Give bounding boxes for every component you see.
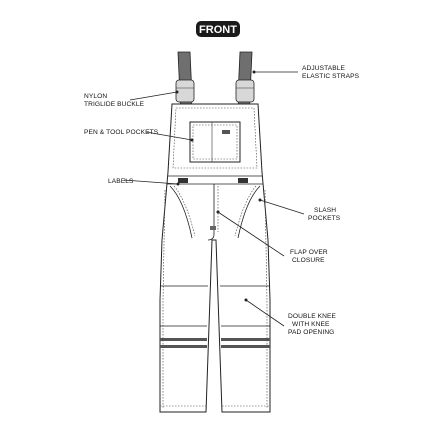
callout-dot <box>175 90 179 94</box>
left-buckle <box>175 79 195 103</box>
callout-dot <box>252 70 256 74</box>
left-reflective-tape-2 <box>160 345 207 348</box>
badge-text: FRONT <box>199 24 237 36</box>
callout-double-knee: DOUBLE KNEE WITH KNEE PAD OPENING <box>244 298 337 336</box>
callout-dot <box>176 182 180 186</box>
callout-line <box>245 299 285 327</box>
callout-text-line2: WITH KNEE <box>292 321 330 328</box>
callout-text-line1: LABELS <box>108 178 134 185</box>
callout-text-line2: POCKETS <box>308 215 341 222</box>
callout-dot <box>244 298 248 302</box>
front-badge: FRONT <box>196 21 240 37</box>
right-reflective-tape-2 <box>221 345 270 348</box>
bib-pocket-stitch <box>192 124 238 160</box>
callout-text-line1: PEN & TOOL POCKETS <box>84 129 159 136</box>
callout-line <box>145 131 193 141</box>
left-outseam <box>162 189 166 408</box>
left-label-tag <box>178 178 188 183</box>
callout-dot <box>216 210 220 214</box>
callout-nylon-buckle: NYLON TRIGLIDE BUCKLE <box>84 90 179 108</box>
callout-text-line1: ADJUSTABLE <box>302 65 346 72</box>
right-reflective-tape-1 <box>221 338 270 341</box>
callout-line <box>129 91 178 101</box>
fly-flap <box>207 184 215 241</box>
right-label-tag <box>238 178 248 183</box>
bib-pocket <box>189 121 241 163</box>
callout-dot <box>190 138 194 142</box>
callout-text-line2: CLOSURE <box>292 257 325 264</box>
badge-background <box>196 21 240 37</box>
left-slash-pocket <box>169 185 193 239</box>
right-buckle <box>235 79 255 103</box>
callout-line <box>217 211 285 257</box>
callout-text-line1: NYLON <box>84 93 107 100</box>
overalls-body <box>159 103 271 413</box>
bib-seam <box>172 107 258 169</box>
left-slash-stitch <box>173 185 196 237</box>
callout-text-line3: PAD OPENING <box>288 329 334 336</box>
callout-text-line1: SLASH <box>314 207 336 214</box>
callout-pen-tool-pockets: PEN & TOOL POCKETS <box>84 129 194 142</box>
callout-text-line1: DOUBLE KNEE <box>288 313 337 320</box>
callout-text-line2: TRIGLIDE BUCKLE <box>84 101 145 108</box>
left-reflective-tape-1 <box>160 338 207 341</box>
right-slash-stitch <box>234 185 257 237</box>
fly-snap <box>210 226 216 230</box>
shoulder-straps <box>175 51 255 111</box>
callout-text-line2: ELASTIC STRAPS <box>302 73 360 80</box>
callout-slash-pockets: SLASH POCKETS <box>258 198 341 222</box>
callout-line <box>259 199 305 215</box>
right-outseam <box>264 189 268 408</box>
right-slash-pocket <box>237 185 261 239</box>
callout-labels: LABELS <box>108 178 180 186</box>
callout-text-line1: FLAP OVER <box>290 249 328 256</box>
callout-line <box>123 179 179 185</box>
callout-dot <box>258 198 262 202</box>
callout-adjustable-straps: ADJUSTABLE ELASTIC STRAPS <box>252 65 360 80</box>
callout-flap-closure: FLAP OVER CLOSURE <box>216 210 328 264</box>
bib-pocket-tab <box>222 130 230 134</box>
